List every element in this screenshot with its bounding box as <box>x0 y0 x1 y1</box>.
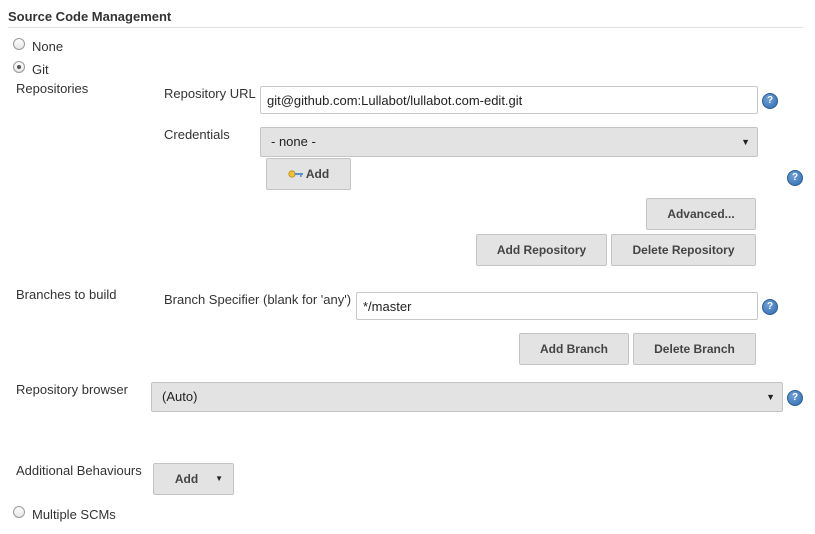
advanced-button[interactable]: Advanced... <box>646 198 756 230</box>
section-divider <box>8 27 803 28</box>
radio-git[interactable] <box>13 61 25 73</box>
key-icon <box>288 170 303 178</box>
add-repository-button[interactable]: Add Repository <box>476 234 607 266</box>
radio-multiple-scms-label[interactable]: Multiple SCMs <box>32 507 116 522</box>
repository-url-label: Repository URL <box>164 86 256 101</box>
help-icon[interactable]: ? <box>762 93 778 109</box>
add-behaviour-button[interactable]: Add ▼ <box>153 463 234 495</box>
add-branch-button[interactable]: Add Branch <box>519 333 629 365</box>
help-icon[interactable]: ? <box>787 170 803 186</box>
credentials-selected-value: - none - <box>271 134 316 149</box>
help-icon[interactable]: ? <box>762 299 778 315</box>
repositories-label: Repositories <box>16 81 89 96</box>
caret-down-icon: ▼ <box>766 392 775 402</box>
repository-browser-label: Repository browser <box>16 382 128 397</box>
branch-specifier-input[interactable] <box>356 292 758 320</box>
radio-git-label[interactable]: Git <box>32 62 49 77</box>
repository-browser-select[interactable]: (Auto) ▼ <box>151 382 783 412</box>
radio-multiple-scms[interactable] <box>13 506 25 518</box>
delete-repository-button[interactable]: Delete Repository <box>611 234 756 266</box>
delete-branch-button[interactable]: Delete Branch <box>633 333 756 365</box>
credentials-select[interactable]: - none - ▼ <box>260 127 758 157</box>
branches-label: Branches to build <box>16 287 117 302</box>
add-credentials-label: Add <box>305 167 330 181</box>
caret-down-icon: ▼ <box>215 474 223 483</box>
credentials-label: Credentials <box>164 127 230 142</box>
repository-url-input[interactable] <box>260 86 758 114</box>
caret-down-icon: ▼ <box>741 137 750 147</box>
additional-behaviours-label: Additional Behaviours <box>16 463 142 478</box>
repository-browser-selected-value: (Auto) <box>162 389 198 404</box>
section-title: Source Code Management <box>8 9 172 24</box>
add-credentials-button[interactable]: Add <box>266 158 351 190</box>
radio-none-label[interactable]: None <box>32 39 64 54</box>
add-behaviour-label: Add <box>174 472 199 486</box>
help-icon[interactable]: ? <box>787 390 803 406</box>
radio-none[interactable] <box>13 38 25 50</box>
branch-specifier-label: Branch Specifier (blank for 'any') <box>164 292 352 307</box>
